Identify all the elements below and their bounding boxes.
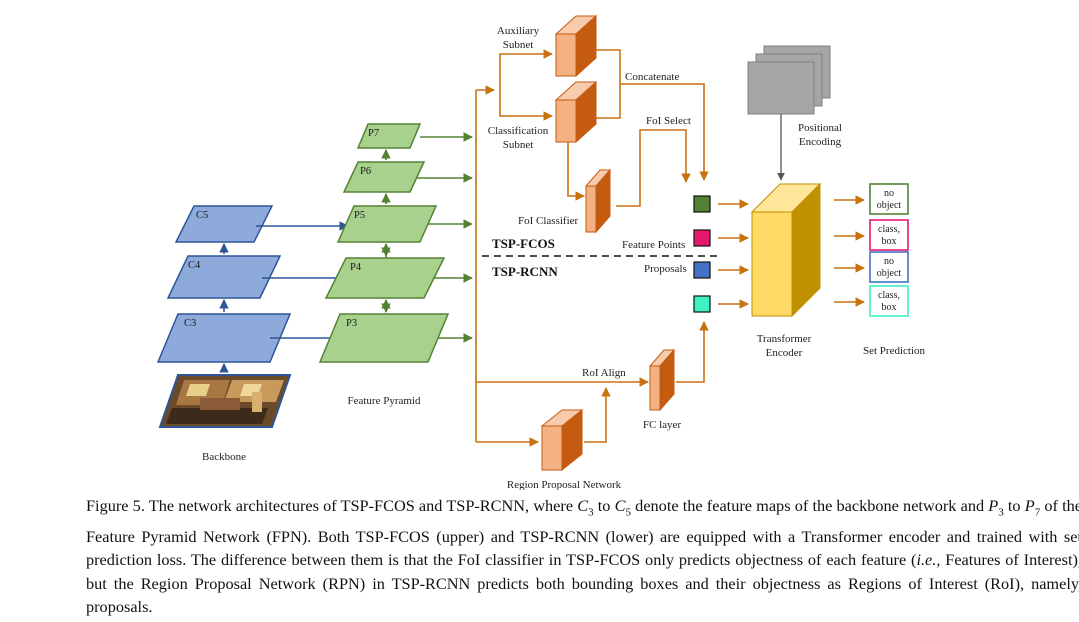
prediction-box: class,box — [869, 285, 909, 317]
orange-trunk — [475, 49, 709, 447]
prediction-box-text: no — [884, 256, 894, 267]
label-p7: P7 — [368, 128, 379, 139]
prediction-box-text: box — [882, 236, 897, 247]
label-p4: P4 — [350, 262, 362, 273]
rpn-block — [540, 408, 584, 472]
feature-square-teal — [693, 295, 711, 313]
pyramid-layer-p7 — [356, 123, 422, 149]
positional-encoding-block — [747, 45, 831, 115]
feature-square-blue — [693, 261, 711, 279]
positional-encoding-label: Positional — [798, 122, 842, 134]
foi-classifier-block — [584, 168, 612, 234]
label-c3: C3 — [184, 318, 196, 329]
label-p6: P6 — [360, 166, 371, 177]
label-c4: C4 — [188, 260, 201, 271]
pyramid-layer-p3 — [318, 313, 450, 363]
transformer-encoder-block — [750, 182, 822, 318]
feature-pyramid: P3 P4 P5 P6 P7 Feature Pyramid — [318, 123, 450, 407]
positional-encoding-label-2: Encoding — [799, 136, 842, 148]
tsp-rcnn-label: TSP-RCNN — [492, 264, 558, 279]
figure-caption: Figure 5. The network architectures of T… — [86, 496, 1079, 617]
feature-pyramid-label: Feature Pyramid — [347, 395, 421, 407]
pyramid-layer-p5 — [336, 205, 438, 243]
feature-square-green — [693, 195, 711, 213]
fc-layer-label: FC layer — [643, 419, 682, 431]
label-p5: P5 — [354, 210, 365, 221]
label-c5: C5 — [196, 210, 208, 221]
classification-subnet-label: Classification — [488, 125, 549, 137]
auxiliary-subnet-label: Auxiliary — [497, 25, 540, 37]
architecture-diagram: C3 C4 C5 Backbone P3 P4 P5 P6 P7 Feature… — [156, 14, 926, 490]
backbone-layer-c5 — [174, 205, 274, 243]
backbone: C3 C4 C5 Backbone — [156, 205, 292, 463]
auxiliary-subnet-label-2: Subnet — [503, 39, 534, 51]
label-p3: P3 — [346, 318, 357, 329]
prediction-box-text: class, — [878, 224, 900, 235]
set-prediction-label: Set Prediction — [863, 345, 926, 357]
backbone-label: Backbone — [202, 451, 246, 463]
transformer-encoder-label-2: Encoder — [766, 347, 803, 359]
prediction-box: class,box — [869, 219, 909, 251]
prediction-box-text: box — [882, 302, 897, 313]
backbone-layer-c4 — [166, 255, 282, 299]
fc-layer-block — [648, 348, 676, 412]
transformer-encoder-label: Transformer — [757, 333, 812, 345]
room-photo-icon — [158, 374, 292, 428]
tsp-fcos-label: TSP-FCOS — [492, 236, 555, 251]
pyramid-layer-p4 — [324, 257, 446, 299]
foi-classifier-label: FoI Classifier — [518, 215, 579, 227]
proposals-label: Proposals — [644, 263, 687, 275]
prediction-box-text: object — [877, 268, 902, 279]
auxiliary-subnet-block — [554, 14, 598, 78]
prediction-box-text: object — [877, 200, 902, 211]
foi-select-label: FoI Select — [646, 115, 691, 127]
backbone-layer-c3 — [156, 313, 292, 363]
prediction-box-text: no — [884, 188, 894, 199]
prediction-box-text: class, — [878, 290, 900, 301]
classification-subnet-label-2: Subnet — [503, 139, 534, 151]
classification-subnet-block — [554, 80, 598, 144]
rpn-label: Region Proposal Network — [507, 479, 622, 490]
roi-align-label: RoI Align — [582, 367, 626, 379]
pyramid-layer-p6 — [342, 161, 426, 193]
concatenate-label: Concatenate — [625, 71, 679, 83]
feature-points-label: Feature Points — [622, 239, 685, 251]
feature-square-pink — [693, 229, 711, 247]
